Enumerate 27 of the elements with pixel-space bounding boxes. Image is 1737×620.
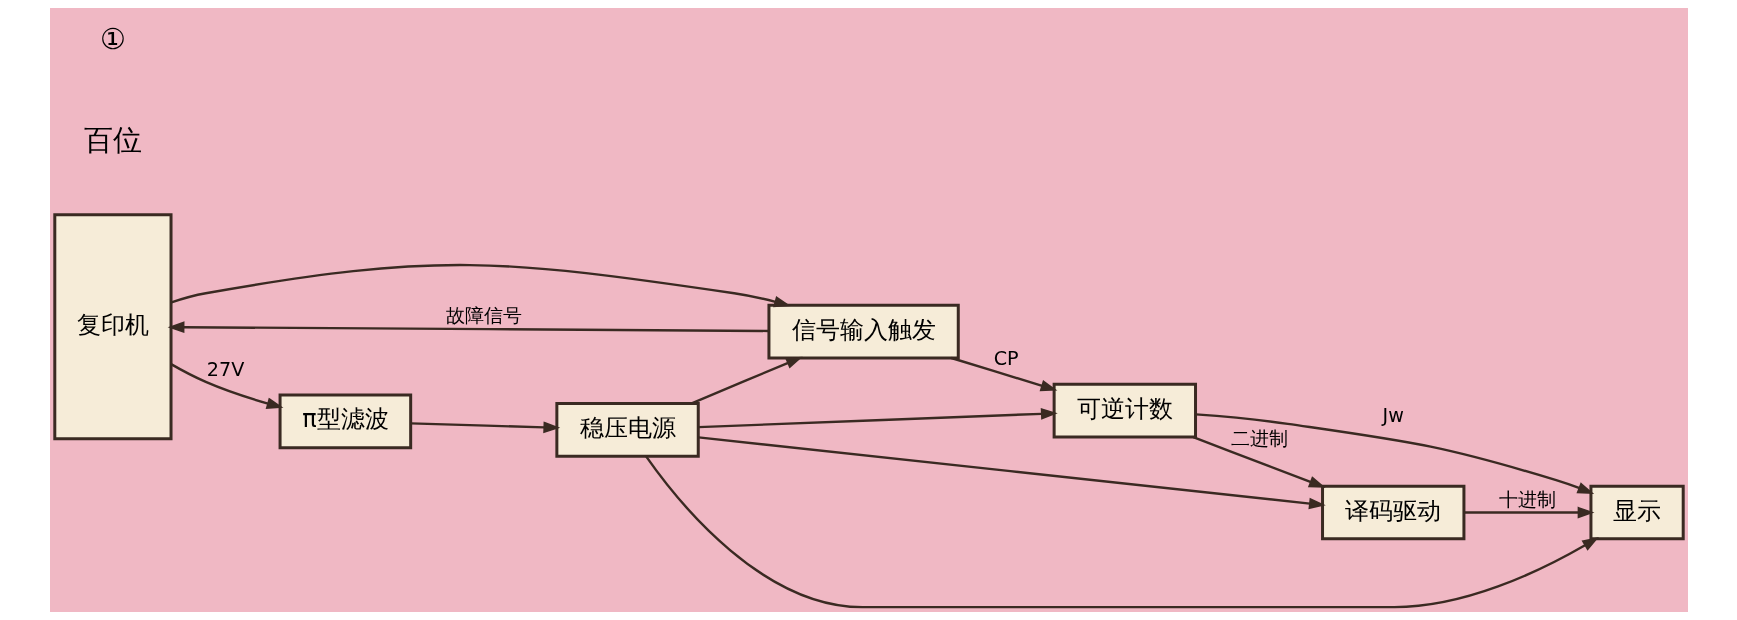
node-box: 信号输入触发: [766, 303, 960, 360]
arrow: [697, 436, 1326, 510]
node-box: π型滤波: [278, 393, 412, 450]
node-box: 可逆计数: [1052, 382, 1197, 439]
node-box: 译码驱动: [1320, 484, 1465, 541]
arrow: [170, 263, 791, 308]
arrow: [950, 356, 1057, 392]
arrow: [690, 356, 803, 405]
arrow: [1195, 413, 1594, 494]
edge-label: 27V: [206, 357, 244, 381]
edge-label: 二进制: [1230, 427, 1288, 451]
edge-label: CP: [993, 346, 1019, 370]
arrow: [1463, 506, 1594, 519]
node-box: 复印机: [52, 213, 172, 441]
arrow: [698, 407, 1058, 429]
edge-label: Jw: [1382, 404, 1404, 428]
edge-label: 十进制: [1498, 488, 1556, 512]
edge-label: 故障信号: [445, 303, 522, 327]
label: ①: [99, 22, 126, 57]
arrow: [410, 421, 560, 434]
arrow: [169, 363, 283, 409]
arrow: [167, 321, 769, 334]
label: 百位: [83, 122, 142, 157]
node-box: 显示: [1588, 484, 1685, 541]
node-box: 稳压电源: [554, 401, 700, 458]
arrow: [1192, 435, 1326, 488]
arrow: [644, 455, 1599, 609]
